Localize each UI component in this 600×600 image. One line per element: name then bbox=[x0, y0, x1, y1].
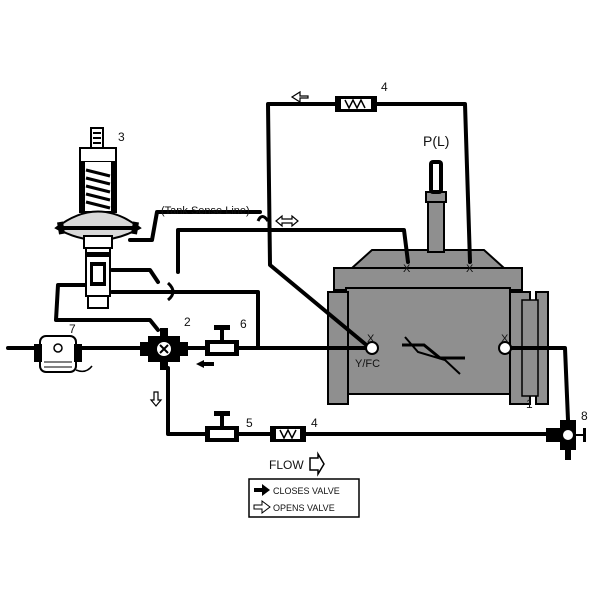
label-6: 6 bbox=[240, 317, 247, 331]
main-valve-1 bbox=[327, 249, 549, 405]
opens-arrow-down bbox=[149, 391, 163, 407]
port-right bbox=[498, 341, 512, 355]
callouts: 1 2 3 4 4 5 6 7 8 P(L) (Tank Sense Line)… bbox=[69, 80, 588, 472]
legend-closes-label: CLOSES VALVE bbox=[273, 486, 340, 496]
label-8: 8 bbox=[581, 409, 588, 423]
port-yfc bbox=[365, 341, 379, 355]
label-4-top: 4 bbox=[381, 80, 388, 94]
closes-arrow-6 bbox=[196, 360, 214, 368]
ball-valve-8 bbox=[546, 420, 586, 460]
pilot-3 bbox=[54, 127, 142, 309]
check-valve-4-top bbox=[335, 96, 377, 112]
label-1: 1 bbox=[526, 397, 533, 411]
legend-closes-icon bbox=[254, 484, 270, 496]
label-3: 3 bbox=[118, 130, 125, 144]
position-indicator bbox=[425, 160, 447, 253]
legend-opens-icon bbox=[253, 500, 271, 514]
label-5: 5 bbox=[246, 416, 253, 430]
label-2: 2 bbox=[184, 315, 191, 329]
label-7: 7 bbox=[69, 322, 76, 336]
needle-valve-5 bbox=[205, 411, 239, 442]
check-valve-4-bottom bbox=[270, 426, 306, 442]
line-crossovers bbox=[166, 215, 270, 302]
flow-label: FLOW bbox=[269, 458, 304, 472]
valve-ports bbox=[365, 341, 512, 355]
flow-arrows bbox=[149, 90, 325, 477]
label-4-bottom: 4 bbox=[311, 416, 318, 430]
x-mark-cover-right: X bbox=[466, 263, 474, 275]
strainer-7 bbox=[34, 335, 93, 373]
x-mark-cover-left: X bbox=[403, 263, 411, 275]
pilot-tag-label: P(L) bbox=[423, 133, 449, 149]
tank-sense-label: (Tank Sense Line) bbox=[161, 205, 250, 217]
opens-arrow-top bbox=[290, 90, 309, 104]
legend-opens-label: OPENS VALVE bbox=[273, 503, 335, 513]
x-mark-right: X bbox=[501, 333, 509, 345]
legend: CLOSES VALVE OPENS VALVE bbox=[248, 478, 360, 518]
port-yfc-label: Y/FC bbox=[355, 358, 380, 370]
x-mark-yfc: X bbox=[367, 333, 375, 345]
opens-arrow-double bbox=[275, 214, 299, 228]
tubing bbox=[6, 102, 570, 436]
ejector-2 bbox=[140, 328, 188, 370]
needle-valve-6 bbox=[205, 325, 239, 356]
flow-arrow bbox=[309, 451, 325, 477]
